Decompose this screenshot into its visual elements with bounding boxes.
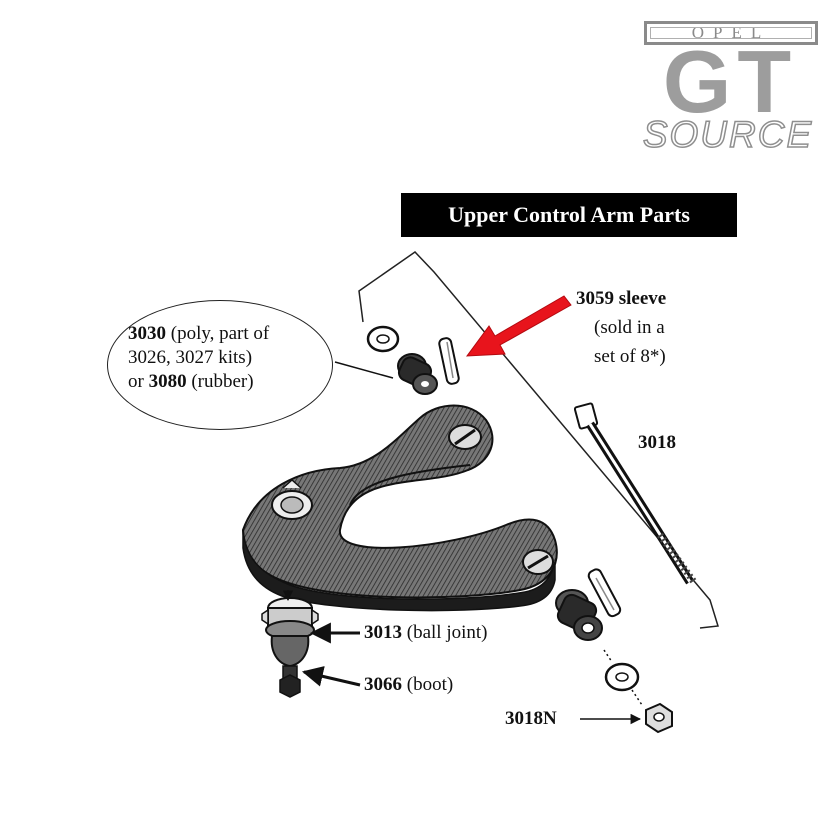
part-number-3018N: 3018N xyxy=(505,708,557,729)
diagram-title: Upper Control Arm Parts xyxy=(401,193,737,237)
label-3018N: 3018N xyxy=(505,708,557,730)
label-3030-desc: (poly, part of xyxy=(166,323,270,344)
washer-lower xyxy=(604,662,640,692)
label-3013: 3013 (ball joint) xyxy=(364,622,487,644)
bushing-lower xyxy=(555,589,603,641)
label-3030-or: or xyxy=(128,371,149,392)
part-number-3080: 3080 xyxy=(148,371,187,392)
sleeve-3059-top xyxy=(438,337,460,385)
control-arm xyxy=(241,404,558,612)
part-number-3059: 3059 xyxy=(576,288,614,309)
label-3018: 3018 xyxy=(638,432,676,454)
part-number-3066: 3066 xyxy=(364,674,402,695)
label-3059-note-1: (sold in a xyxy=(594,317,665,338)
label-3066: 3066 (boot) xyxy=(364,674,453,696)
part-number-3018: 3018 xyxy=(638,432,676,453)
boot-3066 xyxy=(270,635,310,698)
leader-3066 xyxy=(301,666,361,687)
logo-source-text: SOURCE xyxy=(642,113,814,156)
callout-bubble-3030 xyxy=(107,300,333,430)
nut-3018N xyxy=(645,702,673,734)
assembly-guide-line xyxy=(358,251,719,629)
label-3059-note-2: set of 8*) xyxy=(594,346,666,367)
leader-3030 xyxy=(334,361,394,379)
label-3030: 3030 (poly, part of 3026, 3027 kits) or … xyxy=(128,322,328,394)
label-3013-name: (ball joint) xyxy=(402,622,488,643)
label-3066-name: (boot) xyxy=(402,674,454,695)
part-number-3030: 3030 xyxy=(128,323,166,344)
label-3059: 3059 sleeve xyxy=(576,288,666,310)
bolt-3018 xyxy=(573,402,697,585)
label-3059-name: sleeve xyxy=(614,288,667,309)
logo-gt-text: GT xyxy=(662,32,798,131)
bushing-3030 xyxy=(397,353,438,395)
sleeve-3059-lower xyxy=(587,568,622,618)
label-3030-kits: 3026, 3027 kits) xyxy=(128,347,253,368)
part-number-3013: 3013 xyxy=(364,622,402,643)
highlight-arrow xyxy=(465,295,572,357)
washer-top xyxy=(366,325,400,353)
ball-joint-3013 xyxy=(261,597,319,640)
label-3080-desc: (rubber) xyxy=(186,371,254,392)
logo-opel-badge: OPEL xyxy=(644,21,818,45)
